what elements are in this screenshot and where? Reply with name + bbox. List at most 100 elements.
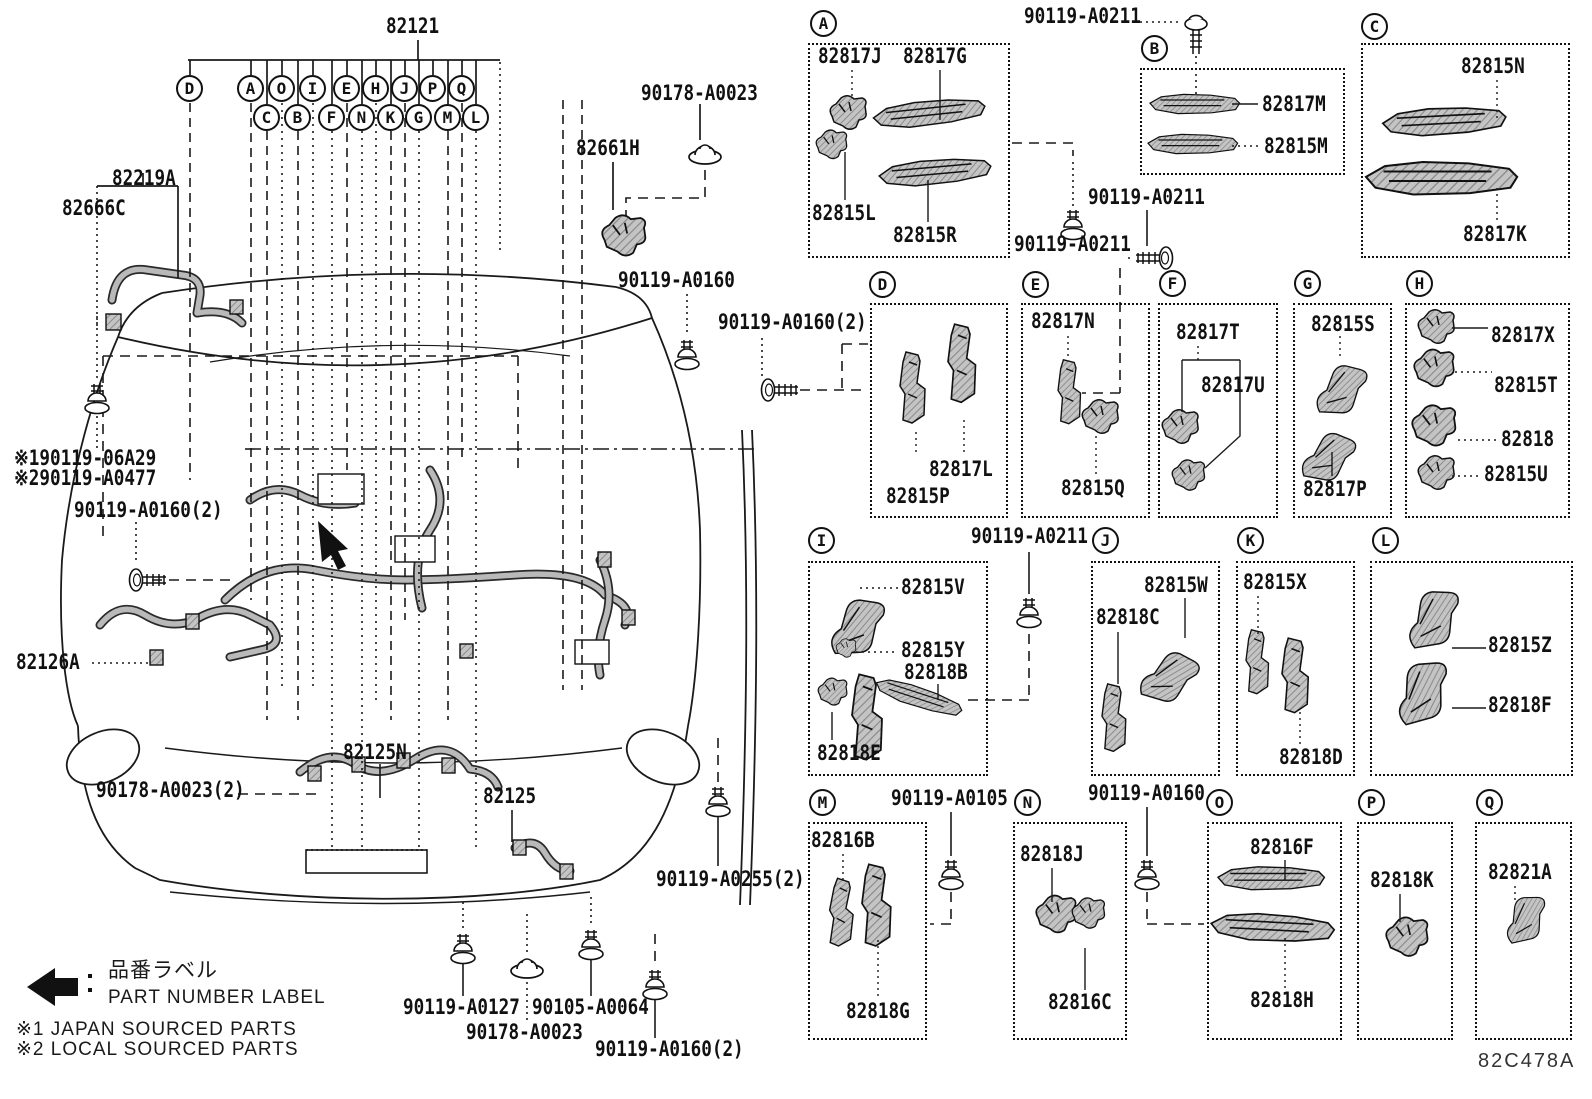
part-number-label[interactable]: 82818K bbox=[1370, 868, 1434, 892]
connector-marker-p: P bbox=[419, 75, 446, 102]
part-number-label[interactable]: 82818H bbox=[1250, 988, 1314, 1012]
fastener-label[interactable]: 90119-A0211 bbox=[1014, 232, 1131, 256]
fastener-label[interactable]: 90119-A0105 bbox=[891, 786, 1008, 810]
part-number-label[interactable]: 82815N bbox=[1461, 54, 1525, 78]
part-number-label-arrow-icon bbox=[27, 968, 92, 1006]
part-number-label[interactable]: 82818C bbox=[1096, 605, 1160, 629]
section-circle-K: K bbox=[1237, 527, 1264, 554]
fastener-label[interactable]: 90119-A0211 bbox=[971, 524, 1088, 548]
connector-marker-q: Q bbox=[448, 75, 475, 102]
section-circle-Q: Q bbox=[1476, 789, 1503, 816]
fastener-label[interactable]: 90119-A0255(2) bbox=[656, 867, 805, 891]
detail-box-H bbox=[1405, 303, 1570, 518]
part-number-label[interactable]: 82816B bbox=[811, 828, 875, 852]
diagram-code: 82C478A bbox=[1478, 1050, 1576, 1072]
part-number-label[interactable]: 82815R bbox=[893, 223, 957, 247]
detail-box-K bbox=[1236, 561, 1355, 776]
connector-marker-a: A bbox=[237, 75, 264, 102]
part-number-label[interactable]: 82818E bbox=[817, 741, 881, 765]
section-circle-I: I bbox=[808, 527, 835, 554]
part-number-label[interactable]: 82121 bbox=[386, 14, 440, 38]
detail-box-M bbox=[808, 822, 927, 1040]
connector-marker-l: L bbox=[462, 104, 489, 131]
wire-harness-art bbox=[95, 264, 636, 880]
part-number-label[interactable]: 82817G bbox=[903, 44, 967, 68]
legend-note-2: ※2 LOCAL SOURCED PARTS bbox=[16, 1039, 299, 1060]
detail-box-I bbox=[808, 561, 988, 776]
section-circle-M: M bbox=[809, 789, 836, 816]
legend-note-1: ※1 JAPAN SOURCED PARTS bbox=[16, 1019, 297, 1040]
fastener-label[interactable]: 90119-A0127 bbox=[403, 995, 520, 1019]
part-number-label[interactable]: 82815L bbox=[812, 201, 876, 225]
part-number-label[interactable]: 82815P bbox=[886, 484, 950, 508]
part-number-label[interactable]: 82815Q bbox=[1061, 476, 1125, 500]
section-circle-G: G bbox=[1294, 270, 1321, 297]
section-circle-L: L bbox=[1372, 527, 1399, 554]
connector-marker-b: B bbox=[284, 104, 311, 131]
part-number-label[interactable]: 82817L bbox=[929, 457, 993, 481]
legend-label-jp: 品番ラベル bbox=[108, 959, 218, 982]
part-number-label[interactable]: 82666C bbox=[62, 196, 126, 220]
section-circle-J: J bbox=[1092, 527, 1119, 554]
connector-marker-o: O bbox=[268, 75, 295, 102]
part-number-label[interactable]: 82817J bbox=[818, 44, 882, 68]
section-circle-N: N bbox=[1014, 789, 1041, 816]
part-number-label[interactable]: 82815T bbox=[1494, 373, 1558, 397]
part-number-label[interactable]: 82816F bbox=[1250, 835, 1314, 859]
fastener-label[interactable]: 90119-A0211 bbox=[1088, 185, 1205, 209]
part-number-label[interactable]: 82815X bbox=[1243, 570, 1307, 594]
part-number-label[interactable]: 82818 bbox=[1501, 427, 1555, 451]
part-number-label[interactable]: 82815U bbox=[1484, 462, 1548, 486]
part-number-label[interactable]: 82818B bbox=[904, 660, 968, 684]
fastener-label[interactable]: 90178-A0023 bbox=[641, 81, 758, 105]
fastener-label[interactable]: 90119-A0160 bbox=[1088, 781, 1205, 805]
part-number-label[interactable]: 82818G bbox=[846, 999, 910, 1023]
part-number-label[interactable]: 82817K bbox=[1463, 222, 1527, 246]
part-number-label[interactable]: 82817P bbox=[1303, 477, 1367, 501]
part-number-label[interactable]: 82815S bbox=[1311, 312, 1375, 336]
detail-box-C bbox=[1361, 43, 1570, 258]
fastener-label[interactable]: 90178-A0023(2) bbox=[96, 778, 245, 802]
part-number-label[interactable]: 82815Y bbox=[901, 638, 965, 662]
section-circle-D: D bbox=[869, 271, 896, 298]
fastener-label[interactable]: 90178-A0023 bbox=[466, 1020, 583, 1044]
fastener-label[interactable]: 90119-A0160 bbox=[618, 268, 735, 292]
fastener-label[interactable]: ※190119-06A29 bbox=[14, 446, 157, 470]
part-number-label[interactable]: 82817U bbox=[1201, 373, 1265, 397]
fastener-label[interactable]: ※290119-A0477 bbox=[14, 466, 157, 490]
part-number-label[interactable]: 82818F bbox=[1488, 693, 1552, 717]
part-number-label[interactable]: 82817X bbox=[1491, 323, 1555, 347]
part-number-label[interactable]: 82821A bbox=[1488, 860, 1552, 884]
connector-marker-i: I bbox=[299, 75, 326, 102]
part-number-label[interactable]: 82818D bbox=[1279, 745, 1343, 769]
part-number-label[interactable]: 82126A bbox=[16, 650, 80, 674]
part-number-label[interactable]: 82817M bbox=[1262, 92, 1326, 116]
part-number-label[interactable]: 82818J bbox=[1020, 842, 1084, 866]
fastener-label[interactable]: 90119-A0211 bbox=[1024, 4, 1141, 28]
connector-marker-e: E bbox=[333, 75, 360, 102]
part-number-label[interactable]: 82815Z bbox=[1488, 633, 1552, 657]
detail-box-Q bbox=[1475, 822, 1572, 1040]
detail-box-P bbox=[1357, 822, 1453, 1040]
fastener-label[interactable]: 90105-A0064 bbox=[532, 995, 649, 1019]
part-number-label[interactable]: 82817N bbox=[1031, 309, 1095, 333]
connector-marker-g: G bbox=[405, 104, 432, 131]
fastener-label[interactable]: 90119-A0160(2) bbox=[595, 1037, 744, 1061]
part-number-label[interactable]: 82219A bbox=[112, 166, 176, 190]
connector-marker-h: H bbox=[362, 75, 389, 102]
part-number-label[interactable]: 82125N bbox=[343, 740, 407, 764]
fastener-label[interactable]: 90119-A0160(2) bbox=[74, 498, 223, 522]
detail-box-L bbox=[1370, 561, 1573, 776]
part-number-label[interactable]: 82815M bbox=[1264, 134, 1328, 158]
part-number-label[interactable]: 82816C bbox=[1048, 990, 1112, 1014]
part-number-label[interactable]: 82661H bbox=[576, 136, 640, 160]
part-number-label[interactable]: 82815W bbox=[1144, 573, 1208, 597]
part-number-label[interactable]: 82815V bbox=[901, 575, 965, 599]
section-circle-B: B bbox=[1141, 35, 1168, 62]
fastener-label[interactable]: 90119-A0160(2) bbox=[718, 310, 867, 334]
section-circle-F: F bbox=[1159, 270, 1186, 297]
detail-box-G bbox=[1293, 303, 1392, 518]
detail-box-E bbox=[1021, 303, 1150, 518]
part-number-label[interactable]: 82817T bbox=[1176, 320, 1240, 344]
part-number-label[interactable]: 82125 bbox=[483, 784, 537, 808]
